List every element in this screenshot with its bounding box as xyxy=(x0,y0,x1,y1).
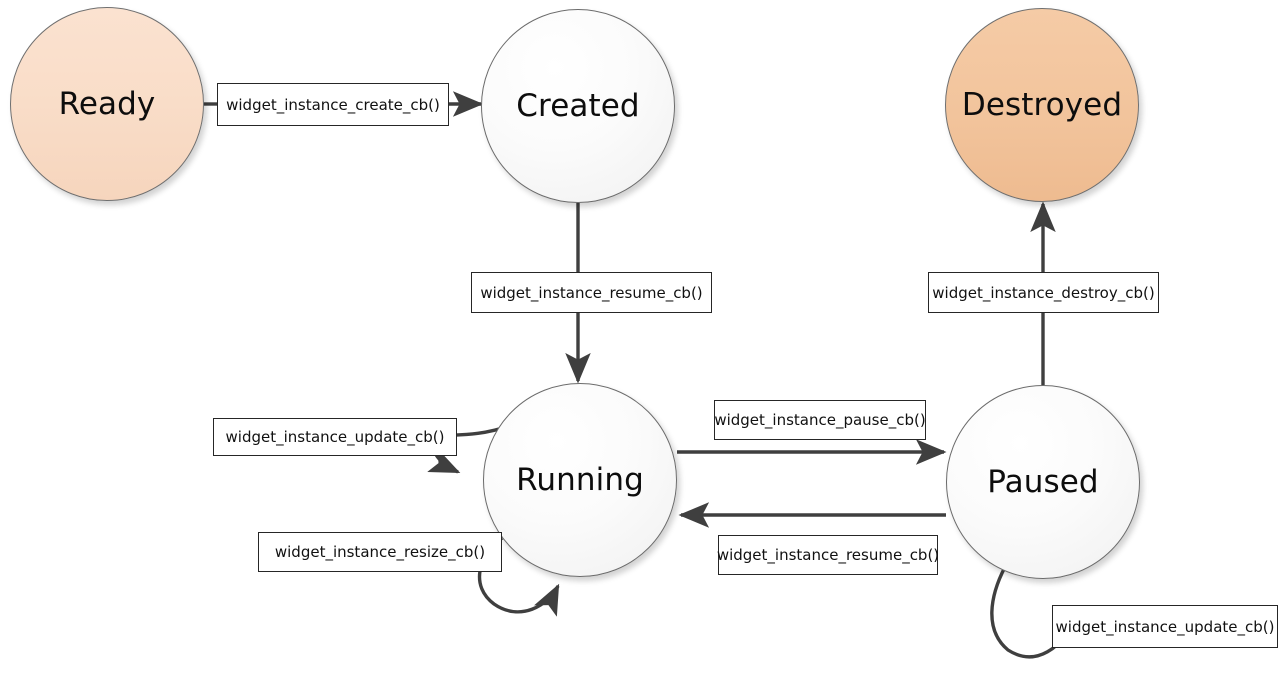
state-label-created: Created xyxy=(516,88,640,124)
state-node-ready[interactable]: Ready xyxy=(10,7,204,201)
edge-label-create[interactable]: widget_instance_create_cb() xyxy=(217,83,449,126)
state-label-ready: Ready xyxy=(58,86,156,122)
edge-label-destroy-text: widget_instance_destroy_cb() xyxy=(932,283,1155,302)
state-label-running: Running xyxy=(516,462,644,498)
edge-label-resume-initial[interactable]: widget_instance_resume_cb() xyxy=(471,272,712,313)
edge-label-destroy[interactable]: widget_instance_destroy_cb() xyxy=(928,272,1159,313)
edge-label-pause[interactable]: widget_instance_pause_cb() xyxy=(714,400,926,440)
edge-label-pause-text: widget_instance_pause_cb() xyxy=(714,411,926,429)
state-node-destroyed[interactable]: Destroyed xyxy=(945,8,1139,202)
state-node-paused[interactable]: Paused xyxy=(946,385,1140,579)
state-label-paused: Paused xyxy=(987,464,1099,500)
state-node-created[interactable]: Created xyxy=(481,9,675,203)
edge-label-update-paused-text: widget_instance_update_cb() xyxy=(1055,617,1275,636)
edge-label-create-text: widget_instance_create_cb() xyxy=(226,95,440,114)
edge-label-resume[interactable]: widget_instance_resume_cb() xyxy=(716,535,940,575)
edge-label-update-running-text: widget_instance_update_cb() xyxy=(225,428,445,446)
edge-label-resume-initial-text: widget_instance_resume_cb() xyxy=(480,283,703,302)
edge-label-update-paused[interactable]: widget_instance_update_cb() xyxy=(1052,605,1278,648)
edge-label-resize-running[interactable]: widget_instance_resize_cb() xyxy=(258,532,502,572)
edge-label-resume-text: widget_instance_resume_cb() xyxy=(716,546,940,564)
edge-label-resize-running-text: widget_instance_resize_cb() xyxy=(274,543,486,561)
state-label-destroyed: Destroyed xyxy=(961,87,1123,123)
state-node-running[interactable]: Running xyxy=(483,383,677,577)
edge-label-update-running[interactable]: widget_instance_update_cb() xyxy=(213,418,457,456)
